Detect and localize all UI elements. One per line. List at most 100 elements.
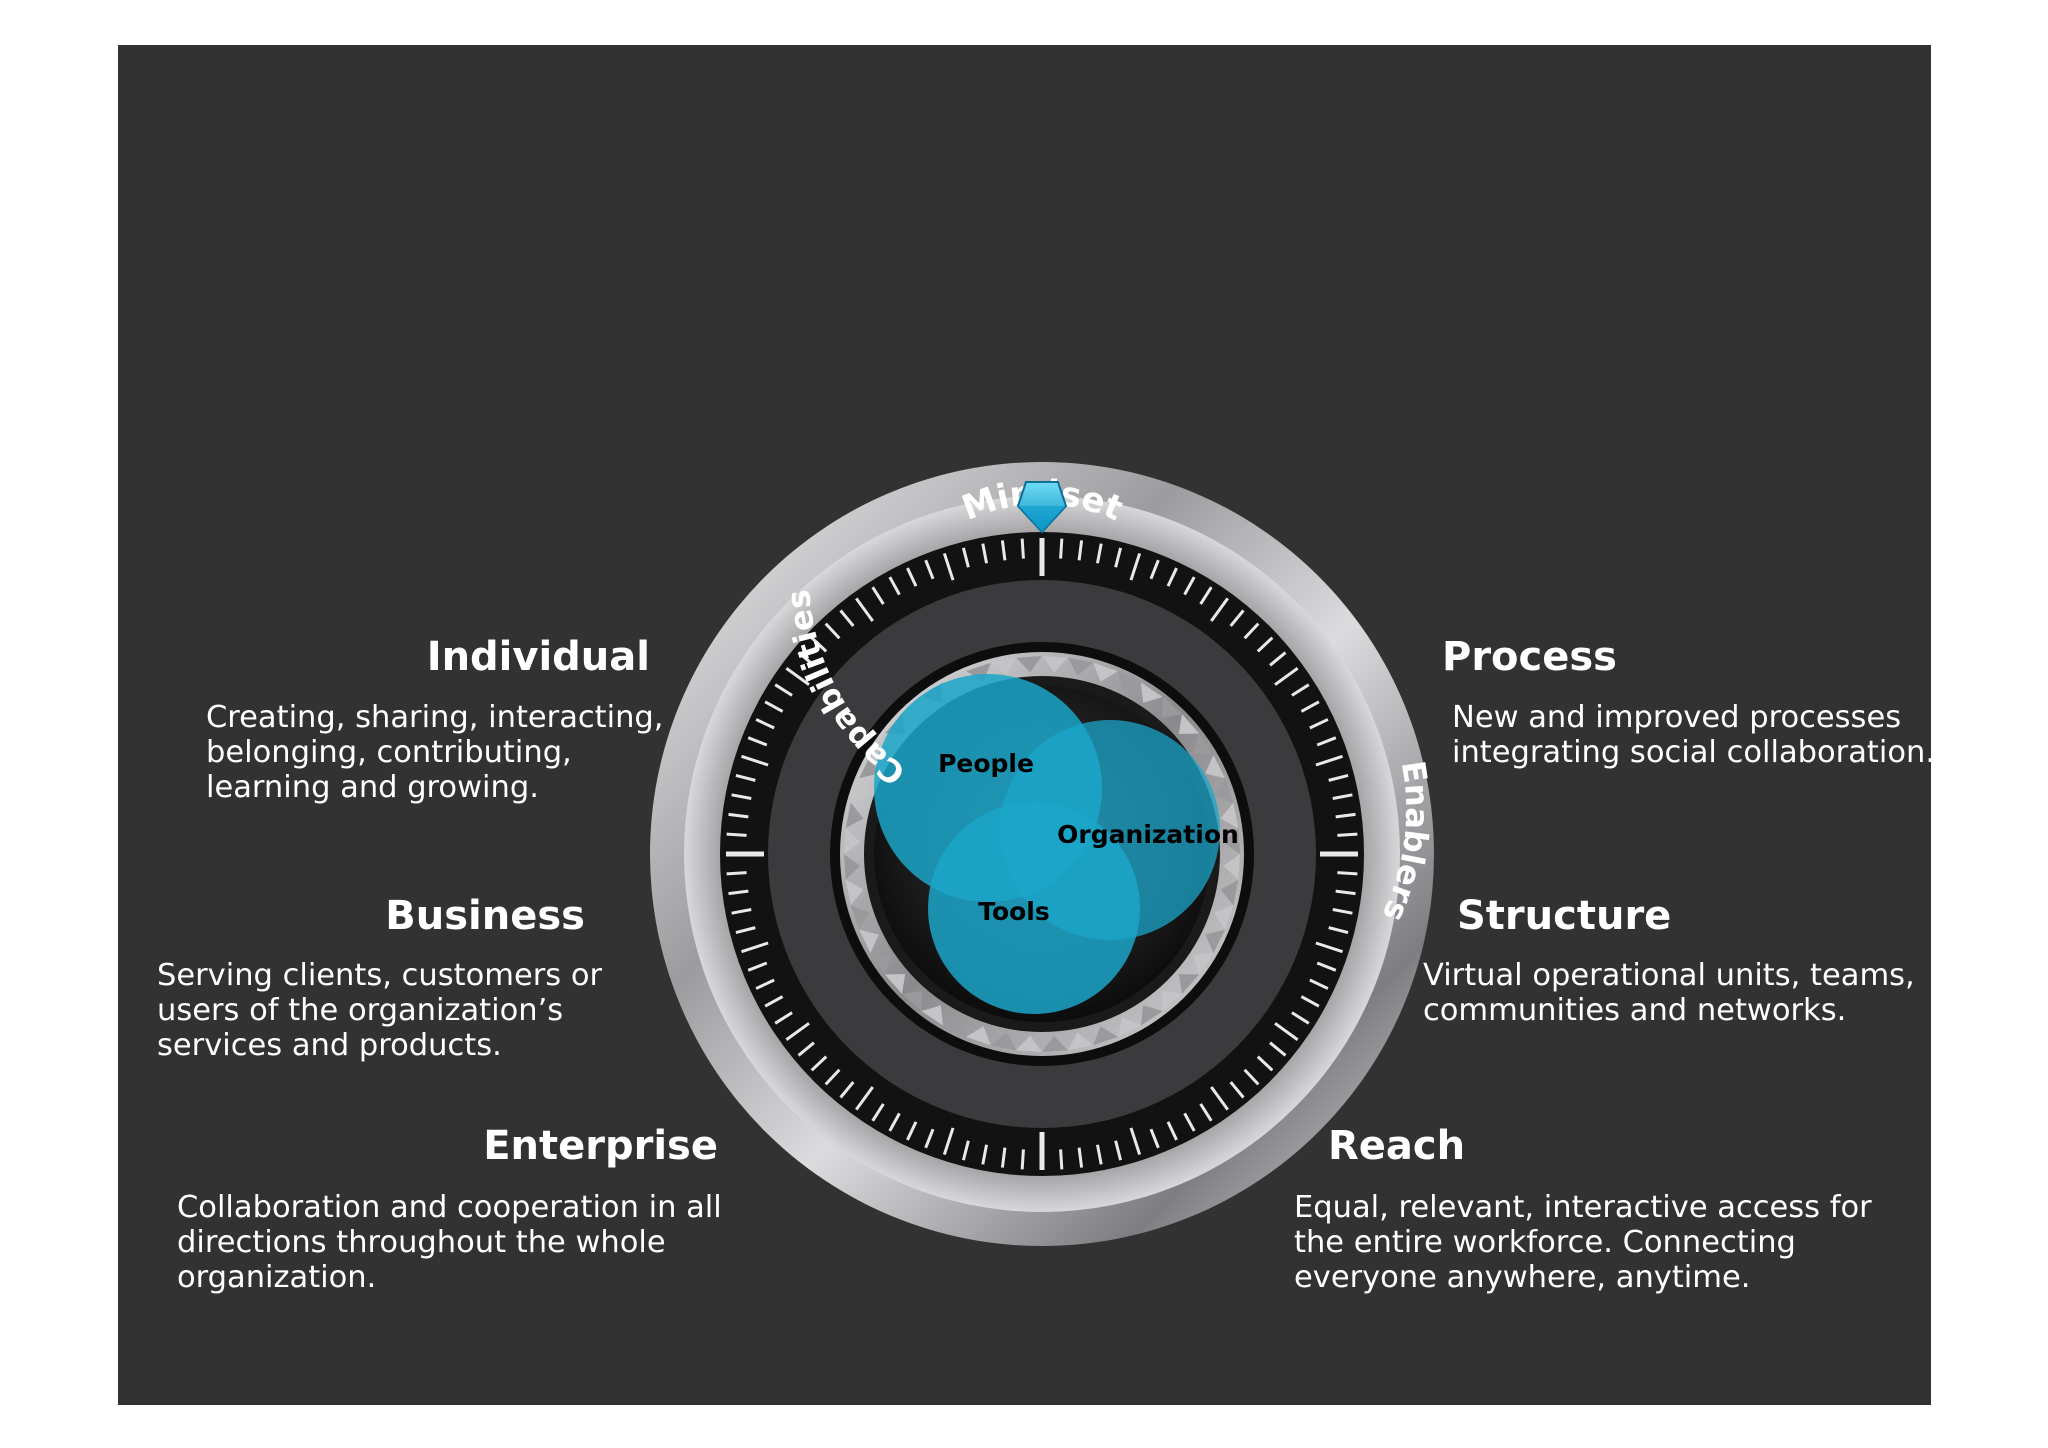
serration-tooth — [966, 1026, 991, 1046]
tick-mark — [1183, 1112, 1196, 1132]
serration-tooth — [1162, 696, 1182, 718]
tick-mark — [824, 622, 841, 640]
heading-individual: Individual — [426, 634, 650, 680]
serration-tooth — [1220, 879, 1239, 906]
tick-mark — [906, 567, 918, 587]
serration-tooth — [1223, 828, 1240, 854]
tick-mark — [810, 636, 828, 653]
serration-tooth — [884, 974, 906, 994]
serration-tooth — [1178, 714, 1200, 734]
serration-tooth — [1141, 682, 1163, 703]
tick-mark — [1274, 667, 1299, 686]
tick-mark — [1020, 538, 1025, 559]
serration-tooth — [990, 1032, 1017, 1051]
tick-mark — [1300, 995, 1320, 1008]
serration-tooth — [1067, 1032, 1094, 1051]
tick-mark — [1269, 1041, 1287, 1057]
tick-mark — [1166, 567, 1178, 587]
tick-mark — [1337, 832, 1358, 837]
tick-mark — [731, 793, 752, 801]
serration-tooth — [1162, 990, 1182, 1012]
tick-mark — [728, 812, 749, 819]
tick-mark — [1210, 597, 1229, 622]
serration-tooth — [1141, 1005, 1163, 1026]
serration-tooth — [1193, 733, 1214, 755]
tick-mark — [871, 586, 885, 605]
serration-tooth — [921, 1005, 943, 1026]
serration-tooth — [902, 990, 922, 1012]
tick-mark — [1183, 576, 1196, 596]
serration-tooth — [844, 828, 861, 854]
serration-tooth — [859, 755, 879, 779]
tick-mark — [981, 1144, 989, 1165]
serrated-ring — [844, 656, 1240, 1052]
tick-mark — [728, 889, 749, 896]
tick-mark — [1077, 1147, 1084, 1168]
tick-mark — [1291, 1011, 1310, 1025]
tick-mark — [981, 543, 989, 564]
serration-tooth — [850, 778, 870, 803]
serration-tooth — [1214, 778, 1234, 803]
serration-tooth — [1117, 1017, 1141, 1037]
serration-tooth — [1205, 755, 1225, 779]
heading-structure: Structure — [1457, 893, 1672, 939]
serration-tooth — [844, 854, 861, 880]
tick-mark — [1229, 1081, 1245, 1099]
tick-mark — [755, 718, 775, 730]
tick-mark — [1337, 871, 1358, 876]
serration-tooth — [1193, 953, 1214, 975]
tick-mark — [1309, 978, 1329, 990]
serration-tooth — [1205, 929, 1225, 953]
tick-mark — [1243, 1068, 1260, 1086]
tick-mark — [785, 1022, 810, 1041]
desc-reach: Equal, relevant, interactive access for … — [1294, 1190, 1872, 1295]
serration-tooth — [1093, 1026, 1118, 1046]
tick-mark — [1095, 1144, 1103, 1165]
tick-mark — [1328, 773, 1349, 782]
serration-tooth — [845, 879, 864, 906]
desc-enterprise: Collaboration and cooperation in all dir… — [177, 1190, 722, 1295]
serration-tooth — [1016, 1035, 1042, 1052]
tick-mark — [824, 1068, 841, 1086]
tick-mark — [1316, 961, 1337, 972]
tick-mark — [764, 700, 784, 713]
tick-mark — [1309, 718, 1329, 730]
serration-tooth — [1117, 671, 1141, 691]
tick-mark — [755, 978, 775, 990]
tick-mark — [1229, 609, 1245, 627]
serration-tooth — [1178, 974, 1200, 994]
serration-tooth — [1016, 656, 1042, 673]
tick-mark — [871, 1103, 885, 1122]
tick-mark — [906, 1121, 918, 1141]
tick-mark — [1129, 553, 1142, 581]
tick-mark — [774, 683, 793, 697]
tick-mark — [1059, 1149, 1064, 1170]
tick-mark — [747, 736, 768, 747]
tick-mark — [810, 1055, 828, 1072]
desc-business: Serving clients, customers or users of t… — [157, 958, 603, 1063]
tick-mark — [764, 995, 784, 1008]
tick-mark — [1059, 538, 1064, 559]
people-label: People — [938, 749, 1034, 778]
serration-tooth — [1042, 656, 1068, 673]
desc-individual: Creating, sharing, interacting, belongin… — [206, 700, 664, 805]
tick-mark — [726, 871, 747, 876]
tick-mark — [1149, 559, 1160, 580]
tick-mark — [924, 559, 935, 580]
tick-mark — [1114, 547, 1123, 568]
tick-mark — [797, 1041, 815, 1057]
serration-tooth — [1220, 802, 1239, 829]
tick-mark — [855, 1086, 874, 1111]
tick-mark — [855, 597, 874, 622]
serration-tooth — [990, 657, 1017, 676]
tick-mark — [1300, 700, 1320, 713]
tick-mark — [888, 576, 901, 596]
tick-mark — [1328, 926, 1349, 935]
tick-marks — [726, 538, 1358, 1170]
serration-tooth — [943, 1017, 967, 1037]
tick-mark — [741, 754, 769, 767]
tick-mark — [731, 907, 752, 915]
tick-mark — [1256, 1055, 1274, 1072]
serration-tooth — [1067, 657, 1094, 676]
tick-mark — [1166, 1121, 1178, 1141]
